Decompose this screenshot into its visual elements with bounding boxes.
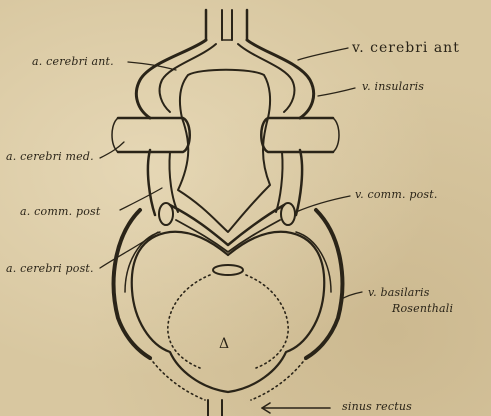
vessel-left-outer [148,150,155,215]
posterior-arch-inner [176,220,280,252]
a-cerebri-med-right [261,118,333,152]
label-a-comm-post: a. comm. post [20,205,101,218]
label-v-cerebri-ant: v. cerebri ant [352,40,460,56]
brainstem-outline [132,232,324,392]
a-cerebri-ant-outer-left [136,40,206,118]
a-cerebri-med-left-cap [112,118,118,152]
a-cerebri-post-inner-left [125,232,160,292]
leader-v-cerebri-ant [298,48,348,60]
a-cerebri-med-right-cap [333,118,339,152]
leader-v-comm-post [296,196,350,212]
a-cerebri-post-inner-right [296,232,331,292]
central-chamber [178,70,270,232]
leader-a-comm-post [120,188,162,210]
label-rosenthal: Rosenthali [392,302,453,315]
a-cerebri-ant-outer-right [247,40,314,118]
dotted-inner-contour [168,275,288,368]
leader-v-insularis [318,88,355,96]
label-v-comm-post: v. comm. post. [355,188,438,201]
label-a-cerebri-ant: a. cerebri ant. [32,55,114,68]
leader-a-cerebri-post [100,232,158,268]
label-v-basilaris: v. basilaris [368,286,430,299]
a-cerebri-med-left [118,118,190,152]
center-symbol: Δ [219,336,229,352]
upper-oval [213,265,243,275]
posterior-arch-outer [170,205,284,245]
a-cerebri-ant-inner-left [160,44,216,112]
vessel-right-inner [276,152,283,212]
label-a-cerebri-med: a. cerebri med. [6,150,94,163]
label-sinus-rectus: sinus rectus [342,400,412,413]
label-a-cerebri-post: a. cerebri post. [6,262,94,275]
leader-a-cerebri-med [100,142,124,158]
vessel-right-outer [296,150,302,215]
label-v-insularis: v. insularis [362,80,424,93]
vessel-left-inner [169,152,178,212]
